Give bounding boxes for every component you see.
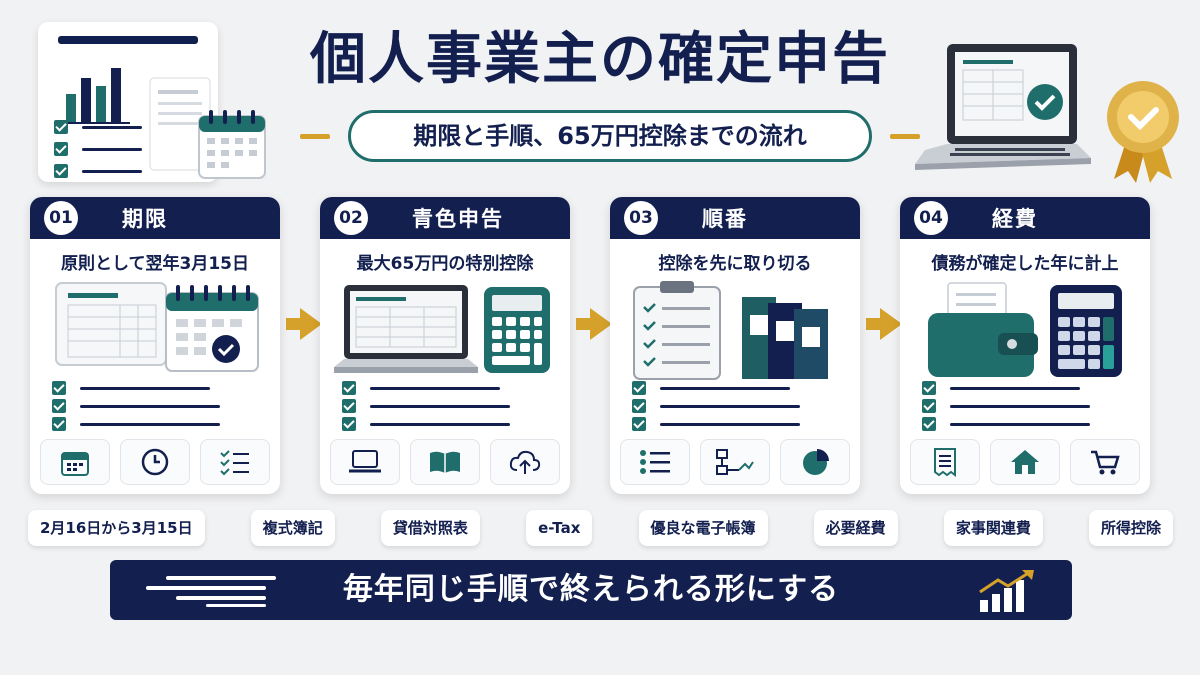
growth-chart-icon	[979, 570, 1034, 612]
keyword-tags: 2月16日から3月15日 複式簿記 貸借対照表 e-Tax 優良な電子帳簿 必要…	[28, 510, 1173, 546]
speed-lines-icon	[146, 576, 276, 607]
calendar-icon	[40, 439, 110, 485]
award-medal-icon	[1107, 81, 1179, 183]
step-card-order: 03 順番 控除を先に取り切る	[610, 197, 860, 494]
document-header-bar	[58, 36, 198, 44]
page-title: 個人事業主の確定申告	[310, 27, 890, 92]
checklist	[922, 379, 1122, 433]
icon-row	[40, 439, 270, 485]
receipt-icon	[910, 439, 980, 485]
tag: 貸借対照表	[380, 510, 480, 546]
step-card-deadline: 01 期限 原則として翌年3月15日	[30, 197, 280, 494]
book-icon	[410, 439, 480, 485]
icon-row	[330, 439, 560, 485]
subtitle-dash-left	[300, 134, 330, 139]
card-header: 02 青色申告	[320, 197, 570, 239]
bottom-banner: 毎年同じ手順で終えられる形にする	[110, 560, 1072, 620]
checklist-icon	[200, 439, 270, 485]
checklist	[632, 379, 832, 433]
home-icon	[990, 439, 1060, 485]
checklist	[52, 379, 252, 433]
step-number: 03	[624, 201, 658, 235]
tag: 必要経費	[813, 510, 898, 546]
step-number: 02	[334, 201, 368, 235]
step-card-expenses: 04 経費 債務が確定した年に計上	[900, 197, 1150, 494]
arrow-right-icon	[866, 308, 902, 340]
clipboard-binders-illustration	[633, 281, 828, 380]
tag: 所得控除	[1088, 510, 1173, 546]
laptop-check-illustration	[915, 44, 1091, 170]
tag: 複式簿記	[250, 510, 335, 546]
wallet-calculator-illustration	[928, 282, 1122, 377]
card-description: 控除を先に取り切る	[658, 254, 812, 274]
step-number: 01	[44, 201, 78, 235]
card-title: 経費	[992, 207, 1038, 231]
clock-icon	[120, 439, 190, 485]
calendar-icon	[198, 110, 266, 179]
tag: 家事関連費	[943, 510, 1043, 546]
tag: 2月16日から3月15日	[28, 510, 205, 546]
card-description: 最大65万円の特別控除	[356, 254, 534, 274]
card-description: 原則として翌年3月15日	[61, 254, 249, 274]
checklist	[342, 379, 542, 433]
laptop-icon	[330, 439, 400, 485]
card-header: 03 順番	[610, 197, 860, 239]
checklist-row	[54, 162, 154, 180]
tag: e-Tax	[526, 510, 593, 546]
banner-text: 毎年同じ手順で終えられる形にする	[342, 572, 840, 607]
card-description: 債務が確定した年に計上	[931, 254, 1119, 274]
arrow-right-icon	[286, 308, 322, 340]
card-title: 順番	[702, 207, 748, 231]
tag: 優良な電子帳簿	[638, 510, 768, 546]
checklist-row	[54, 140, 154, 158]
shopping-cart-icon	[1070, 439, 1140, 485]
subtitle-container: 期限と手順、65万円控除までの流れ	[300, 110, 920, 162]
card-header: 04 経費	[900, 197, 1150, 239]
bar-chart-icon	[66, 68, 130, 124]
icon-row	[620, 439, 850, 485]
step-card-blue-return: 02 青色申告 最大65万円の特別控除	[320, 197, 570, 494]
icon-row	[910, 439, 1140, 485]
arrow-right-icon	[576, 308, 612, 340]
cloud-upload-icon	[490, 439, 560, 485]
step-number: 04	[914, 201, 948, 235]
list-icon	[620, 439, 690, 485]
checklist-row	[54, 118, 154, 136]
card-title: 期限	[122, 207, 168, 231]
flowchart-icon	[700, 439, 770, 485]
subtitle-dash-right	[890, 134, 920, 139]
subtitle: 期限と手順、65万円控除までの流れ	[348, 110, 872, 162]
laptop-calculator-illustration	[334, 285, 550, 373]
form-calendar-illustration	[55, 282, 259, 372]
card-title: 青色申告	[412, 207, 504, 231]
card-header: 01 期限	[30, 197, 280, 239]
pie-chart-icon	[780, 439, 850, 485]
